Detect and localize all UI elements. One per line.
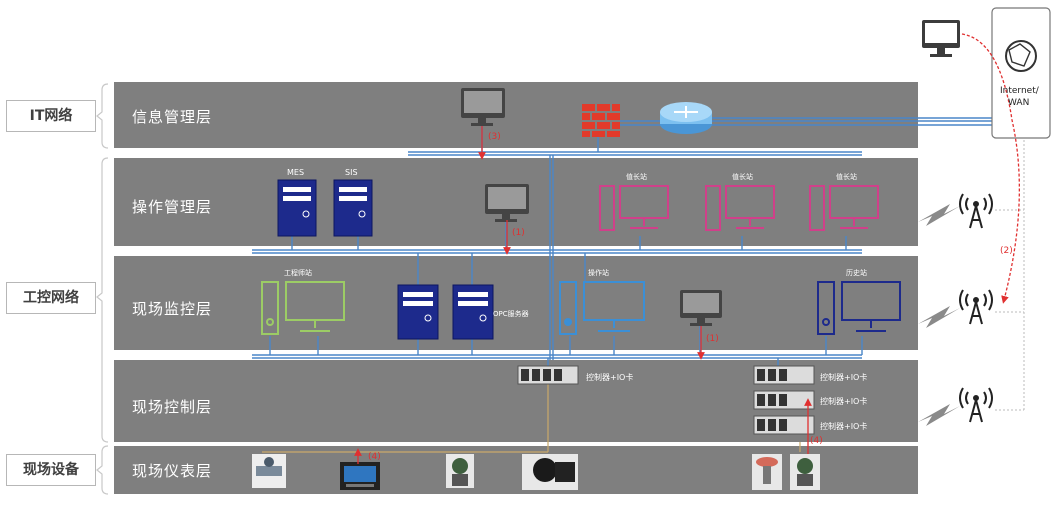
flowmeter-icon — [252, 454, 286, 488]
remote-pc-icon — [922, 20, 960, 57]
attack-label-3: (3) — [488, 132, 501, 142]
it-brace — [96, 83, 109, 149]
engineer-station-label: 工程师站 — [284, 269, 312, 277]
operator-station-label: 操作站 — [588, 269, 609, 277]
valve-icon — [752, 454, 782, 490]
duty-station-1-label: 值长站 — [626, 173, 647, 181]
controller-3-icon — [753, 390, 815, 410]
layer-instrument: 现场仪表层 — [114, 446, 918, 494]
controller-1-label: 控制器+IO卡 — [586, 373, 634, 382]
controller-4-label: 控制器+IO卡 — [820, 422, 868, 431]
duty-station-2-label: 值长站 — [732, 173, 753, 181]
attack-label-4b: (4) — [810, 436, 823, 446]
pump-icon — [522, 454, 578, 490]
firewall-icon — [582, 104, 620, 137]
attack-label-2: (2) — [1000, 246, 1013, 256]
duty-station-2-icon — [705, 185, 775, 231]
attacker-pc-ops — [485, 184, 529, 222]
field-cable — [262, 380, 801, 453]
controller-2-icon — [753, 365, 815, 385]
antenna-2-icon — [959, 289, 993, 325]
hmi-panel-icon — [340, 462, 380, 490]
ics-brace — [96, 157, 109, 443]
layer-monitor: 现场监控层 — [114, 256, 918, 350]
attack-label-1a: (1) — [512, 228, 525, 238]
opc-server-2-icon — [452, 284, 494, 340]
it-network-label: IT网络 — [6, 100, 96, 132]
layer-monitor-label: 现场监控层 — [132, 300, 213, 318]
internet-label-line1: Internet/ — [1000, 86, 1039, 96]
opc-server-label: OPC服务器 — [493, 310, 529, 318]
attack-arrows — [354, 33, 1020, 464]
mes-server-icon — [277, 179, 317, 237]
lightning-bolts — [918, 204, 960, 426]
network-lines — [252, 117, 992, 368]
duty-station-3-icon — [809, 185, 879, 231]
opc-server-1-icon — [397, 284, 439, 340]
ics-network-label: 工控网络 — [6, 282, 96, 314]
controller-2-label: 控制器+IO卡 — [820, 373, 868, 382]
attacker-pc-info — [461, 88, 505, 126]
layer-control-label: 现场控制层 — [132, 398, 213, 416]
field-brace — [96, 445, 109, 495]
router-icon — [660, 102, 712, 134]
transmitter-1-icon — [446, 454, 474, 488]
sis-server-icon — [333, 179, 373, 237]
internet-label-line2: WAN — [1008, 98, 1030, 108]
history-station-label: 历史站 — [846, 269, 867, 277]
duty-station-3-label: 值长站 — [836, 173, 857, 181]
layer-instrument-label: 现场仪表层 — [132, 462, 213, 480]
controller-3-label: 控制器+IO卡 — [820, 397, 868, 406]
antenna-1-icon — [959, 193, 993, 229]
antenna-3-icon — [959, 387, 993, 423]
attack-label-1b: (1) — [706, 334, 719, 344]
layer-ops-label: 操作管理层 — [132, 198, 213, 216]
sis-label: SIS — [345, 168, 358, 177]
layer-info: 信息管理层 — [114, 82, 918, 148]
controller-1-icon — [517, 365, 579, 385]
duty-station-1-icon — [599, 185, 669, 231]
transmitter-2-icon — [790, 454, 820, 490]
mes-label: MES — [287, 168, 305, 177]
controller-4-icon — [753, 415, 815, 435]
internet-node — [991, 7, 1051, 139]
attack-label-4a: (4) — [368, 452, 381, 462]
operator-station-icon — [559, 281, 645, 335]
history-station-icon — [817, 281, 901, 335]
field-device-label: 现场设备 — [6, 454, 96, 486]
engineer-station-icon — [261, 281, 345, 335]
attacker-pc-monitor — [680, 290, 722, 326]
layer-info-label: 信息管理层 — [132, 108, 213, 126]
